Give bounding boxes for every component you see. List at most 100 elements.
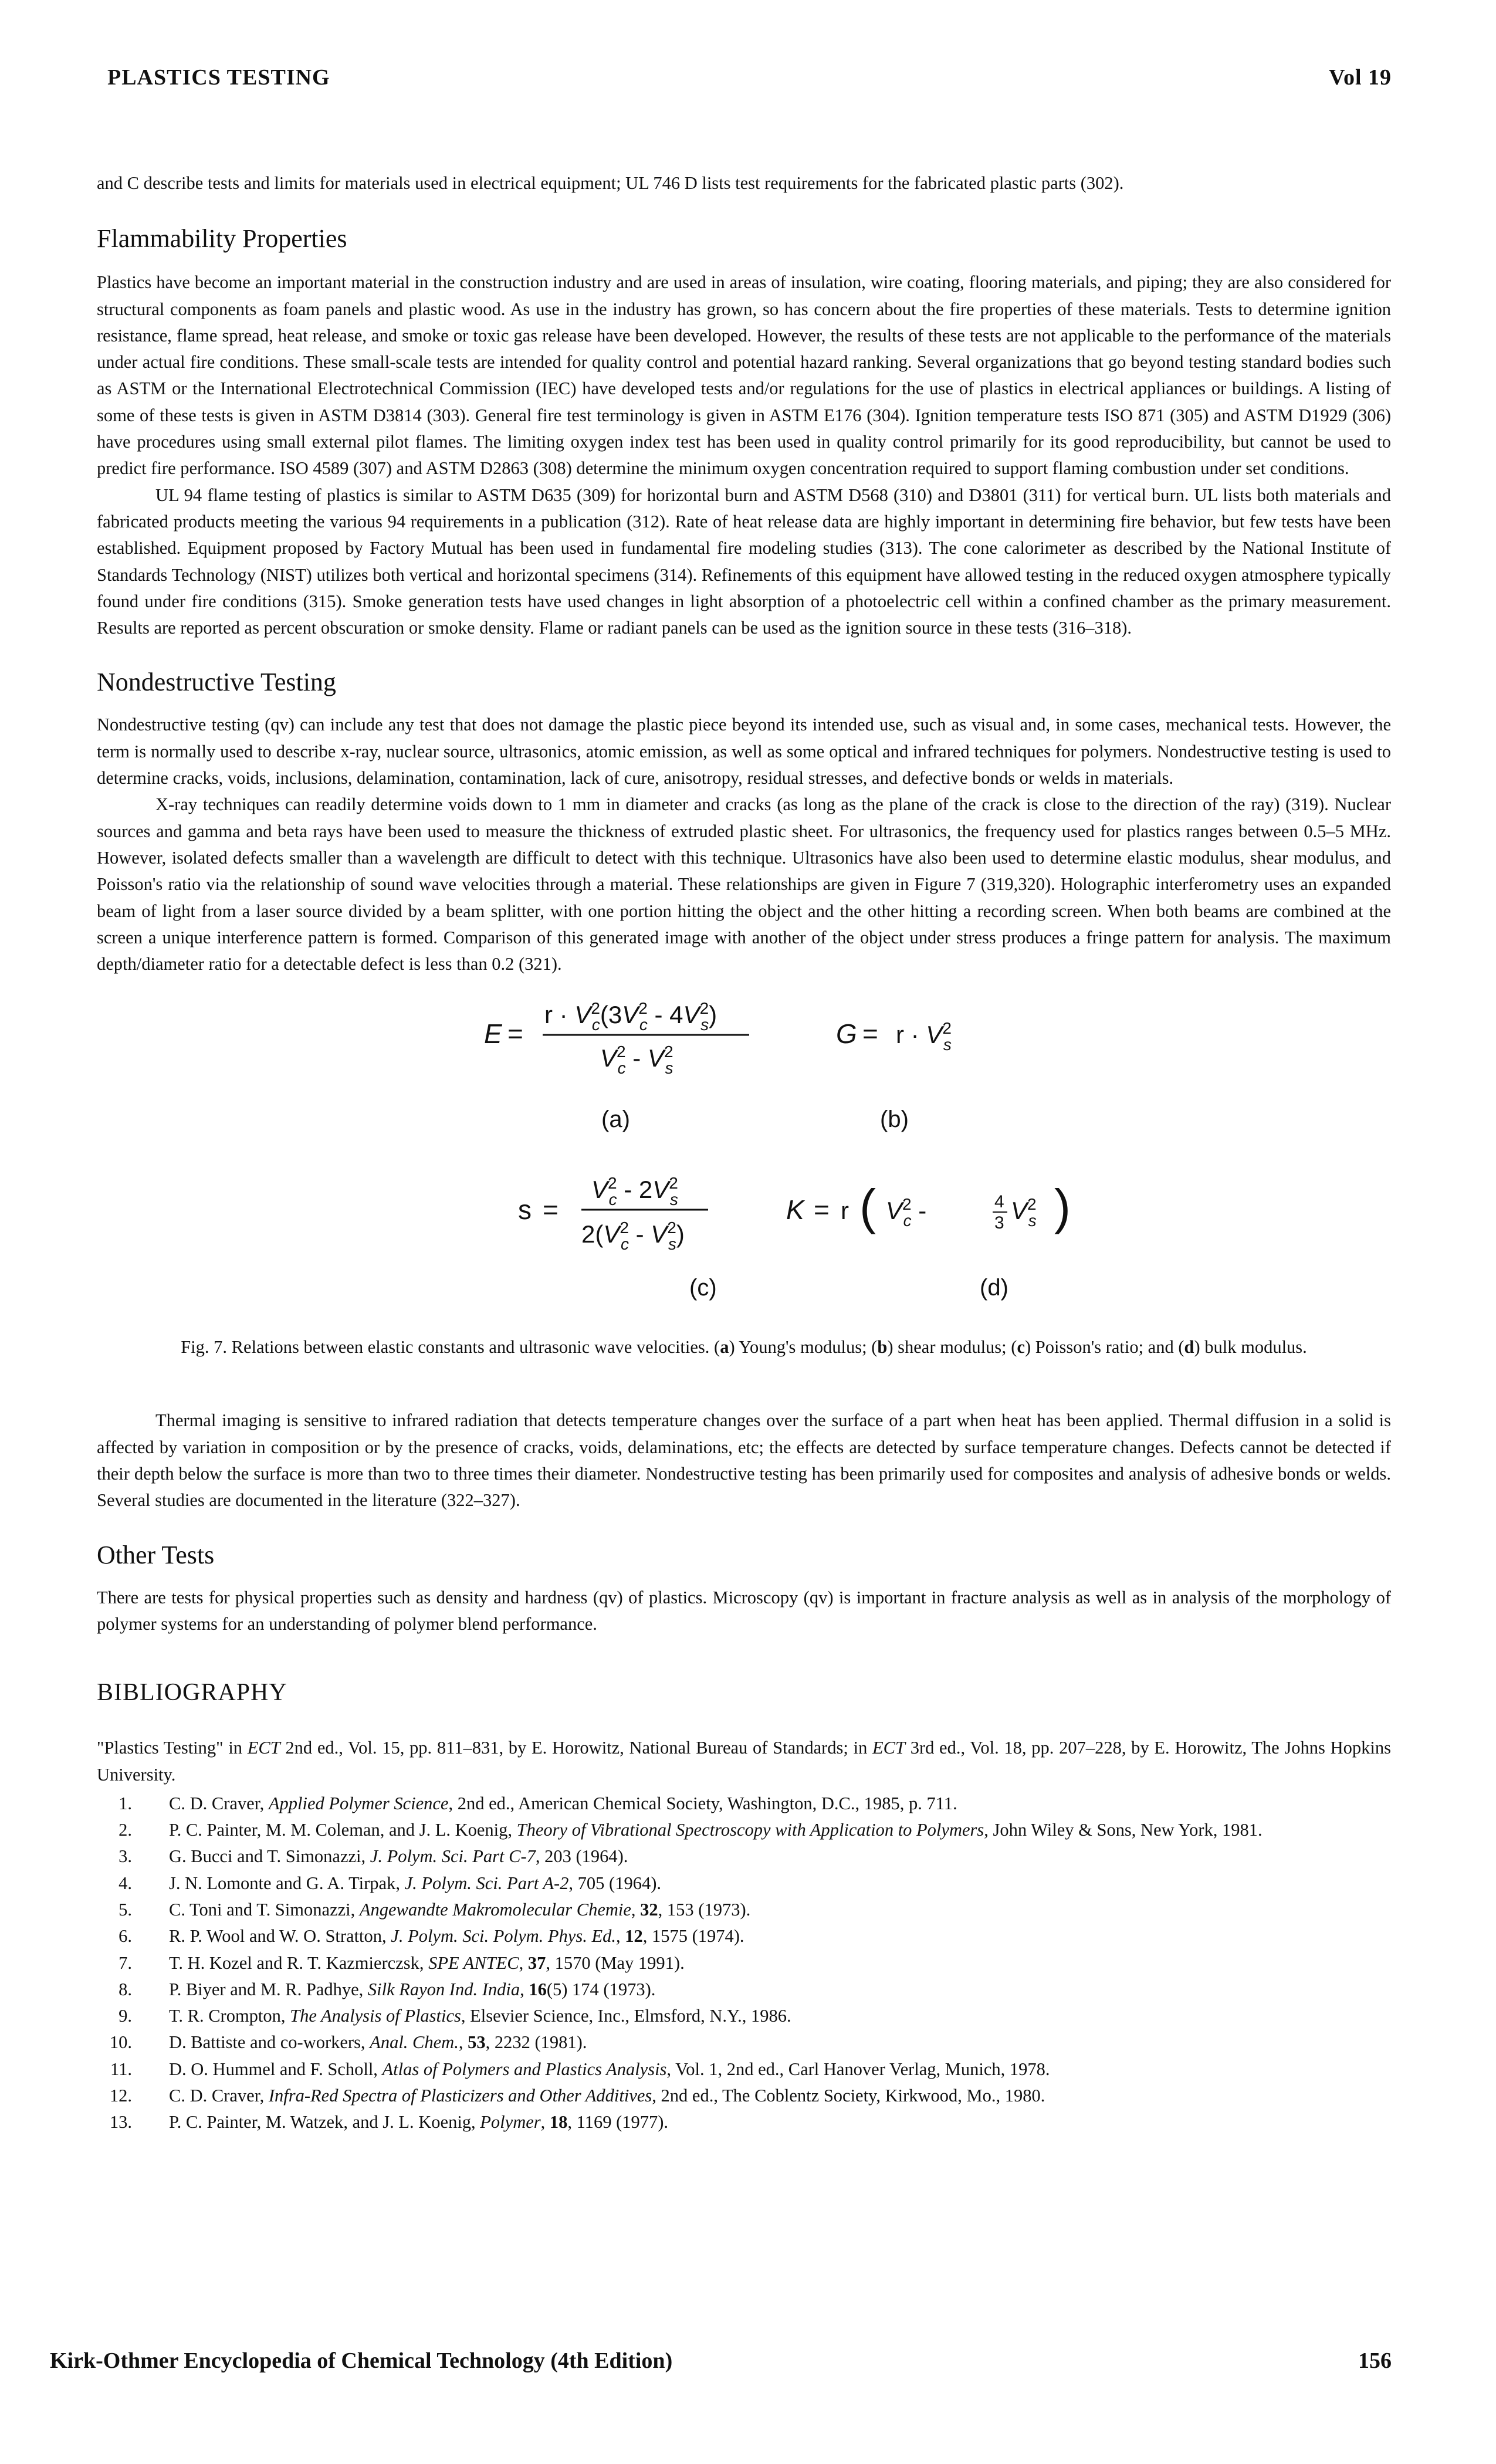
reference-item: 3. G. Bucci and T. Simonazzi, J. Polym. S…	[97, 1843, 1391, 1870]
running-header-volume: Vol 19	[1328, 65, 1392, 90]
eq-d-equals: =	[814, 1194, 830, 1225]
reference-authors: C. D. Craver,	[169, 1793, 269, 1813]
reference-authors: P. C. Painter, M. M. Coleman, and J. L. …	[169, 1820, 517, 1840]
reference-title: J. Polym. Sci. Polym. Phys. Ed.	[391, 1926, 616, 1947]
svg-text:V2c - V2s: V2c - V2s	[600, 1043, 673, 1077]
reference-number: 12.	[109, 2086, 132, 2106]
reference-authors: T. H. Kozel and R. T. Kazmierczsk,	[169, 1952, 429, 1973]
reference-item: 5.C. Toni and T. Simonazzi, Angewandte M…	[97, 1897, 1391, 1923]
caption-text: Fig. 7. Relations between elastic consta…	[181, 1337, 720, 1358]
caption-text: ) bulk modulus.	[1194, 1337, 1307, 1358]
reference-details: , 1575 (1974).	[642, 1926, 744, 1947]
caption-text: ) shear modulus; (	[887, 1337, 1017, 1358]
reference-number: 9.	[119, 2006, 132, 2026]
reference-details: , 2nd ed., American Chemical Society, Wa…	[448, 1793, 957, 1813]
reference-number: 10.	[109, 2032, 132, 2053]
reference-item: 2. P. C. Painter, M. M. Coleman, and J. L…	[97, 1817, 1391, 1843]
eq-c-lhs: s	[518, 1194, 532, 1225]
reference-volume: 12	[625, 1926, 643, 1947]
other-tests-paragraph: There are tests for physical properties …	[97, 1587, 1391, 1634]
reference-number: 1.	[119, 1793, 132, 1813]
reference-volume: 53	[468, 2032, 486, 2053]
reference-number: 4.	[119, 1873, 132, 1893]
running-header-title: PLASTICS TESTING	[107, 65, 330, 90]
caption-key-c: c	[1017, 1337, 1025, 1358]
flammability-paragraph-2: UL 94 flame testing of plastics is simil…	[97, 485, 1391, 638]
reference-details: , 705 (1964).	[568, 1873, 661, 1893]
reference-authors: T. R. Crompton,	[169, 2006, 290, 2026]
eq-b-lhs: G	[836, 1018, 857, 1049]
bibliography-intro: "Plastics Testing" in ECT 2nd ed., Vol. …	[97, 1738, 1391, 1785]
reference-authors: J. N. Lomonte and G. A. Tirpak,	[169, 1873, 405, 1893]
reference-number: 3.	[119, 1846, 132, 1867]
heading-other-tests: Other Tests	[97, 1540, 215, 1569]
reference-number: 11.	[110, 2059, 132, 2079]
reference-title: Angewandte Makromolecular Chemie	[359, 1899, 631, 1920]
page-number: 156	[1358, 2348, 1392, 2373]
svg-text:4: 4	[994, 1192, 1004, 1211]
reference-item: 1. C. D. Craver, Applied Polymer Science,…	[97, 1791, 1391, 1817]
reference-title: Silk Rayon Ind. India	[367, 1979, 520, 1999]
reference-volume: 32	[640, 1899, 658, 1920]
reference-details: , 153 (1973).	[658, 1899, 751, 1920]
reference-details: (5) 174 (1973).	[546, 1979, 656, 1999]
svg-text:(: (	[859, 1179, 876, 1234]
reference-title: SPE ANTEC	[428, 1952, 519, 1973]
reference-item: 9. T. R. Crompton, The Analysis of Plasti…	[97, 2003, 1391, 2029]
reference-number: 7.	[119, 1952, 132, 1973]
reference-title: Atlas of Polymers and Plastics Analysis	[382, 2059, 667, 2079]
reference-item: 8. P. Biyer and M. R. Padhye, Silk Rayon …	[97, 1976, 1391, 2003]
nondestructive-paragraph-2: X-ray techniques can readily determine v…	[97, 794, 1391, 974]
svg-text:r · V2s: r · V2s	[896, 1019, 952, 1054]
reference-title: J. Polym. Sci. Part C-7	[370, 1846, 536, 1867]
flammability-paragraph-1: Plastics have become an important materi…	[97, 272, 1391, 479]
reference-number: 2.	[119, 1820, 132, 1840]
reference-details: , Elsevier Science, Inc., Elmsford, N.Y.…	[461, 2006, 791, 2026]
reference-details: , Vol. 1, 2nd ed., Carl Hanover Verlag, …	[666, 2059, 1050, 2079]
intro-paragraph: and C describe tests and limits for mate…	[97, 173, 1124, 193]
reference-title: Applied Polymer Science	[268, 1793, 449, 1813]
reference-authors: D. O. Hummel and F. Scholl,	[169, 2059, 383, 2079]
reference-item: 6.R. P. Wool and W. O. Stratton, J. Poly…	[97, 1923, 1391, 1949]
svg-text:V2c -: V2c -	[886, 1195, 926, 1230]
page-content: and C describe tests and limits for mate…	[97, 170, 1391, 2136]
reference-title: Polymer	[480, 2112, 541, 2133]
label-a: (a)	[601, 1106, 630, 1132]
eq-b-equals: =	[862, 1018, 878, 1049]
reference-details: , 2nd ed., The Coblentz Society, Kirkwoo…	[652, 2086, 1045, 2106]
label-b: (b)	[880, 1106, 909, 1132]
nondestructive-paragraph-1: Nondestructive testing (qv) can include …	[97, 715, 1391, 788]
reference-number: 8.	[119, 1979, 132, 1999]
svg-text:2(V2c - V2s): 2(V2c - V2s)	[581, 1219, 685, 1253]
heading-flammability: Flammability Properties	[97, 224, 347, 253]
heading-bibliography: BIBLIOGRAPHY	[97, 1679, 287, 1707]
reference-authors: P. Biyer and M. R. Padhye,	[169, 1979, 368, 1999]
eq-a-lhs: E	[484, 1018, 503, 1049]
reference-title: The Analysis of Plastics	[290, 2006, 461, 2026]
reference-item: 10.D. Battiste and co-workers, Anal. Che…	[97, 2029, 1391, 2056]
eq-a-equals: =	[507, 1018, 523, 1049]
svg-text:3: 3	[994, 1213, 1004, 1233]
caption-text: ) Young's modulus; (	[729, 1337, 878, 1358]
reference-item: 13. P. C. Painter, M. Watzek, and J. L. K…	[97, 2109, 1391, 2135]
reference-authors: D. Battiste and co-workers,	[169, 2032, 370, 2053]
eq-d-lhs: K	[786, 1194, 805, 1225]
reference-number: 6.	[119, 1926, 132, 1947]
reference-details: , 1169 (1977).	[567, 2112, 669, 2133]
nondestructive-paragraph-3: Thermal imaging is sensitive to infrared…	[97, 1410, 1391, 1511]
caption-key-b: b	[877, 1337, 888, 1358]
reference-number: 13.	[109, 2112, 132, 2133]
figure-caption: Fig. 7. Relations between elastic consta…	[97, 1334, 1391, 1360]
reference-number: 5.	[119, 1899, 132, 1920]
reference-authors: P. C. Painter, M. Watzek, and J. L. Koen…	[169, 2112, 480, 2133]
reference-authors: G. Bucci and T. Simonazzi,	[169, 1846, 370, 1867]
reference-authors: C. D. Craver,	[169, 2086, 269, 2106]
